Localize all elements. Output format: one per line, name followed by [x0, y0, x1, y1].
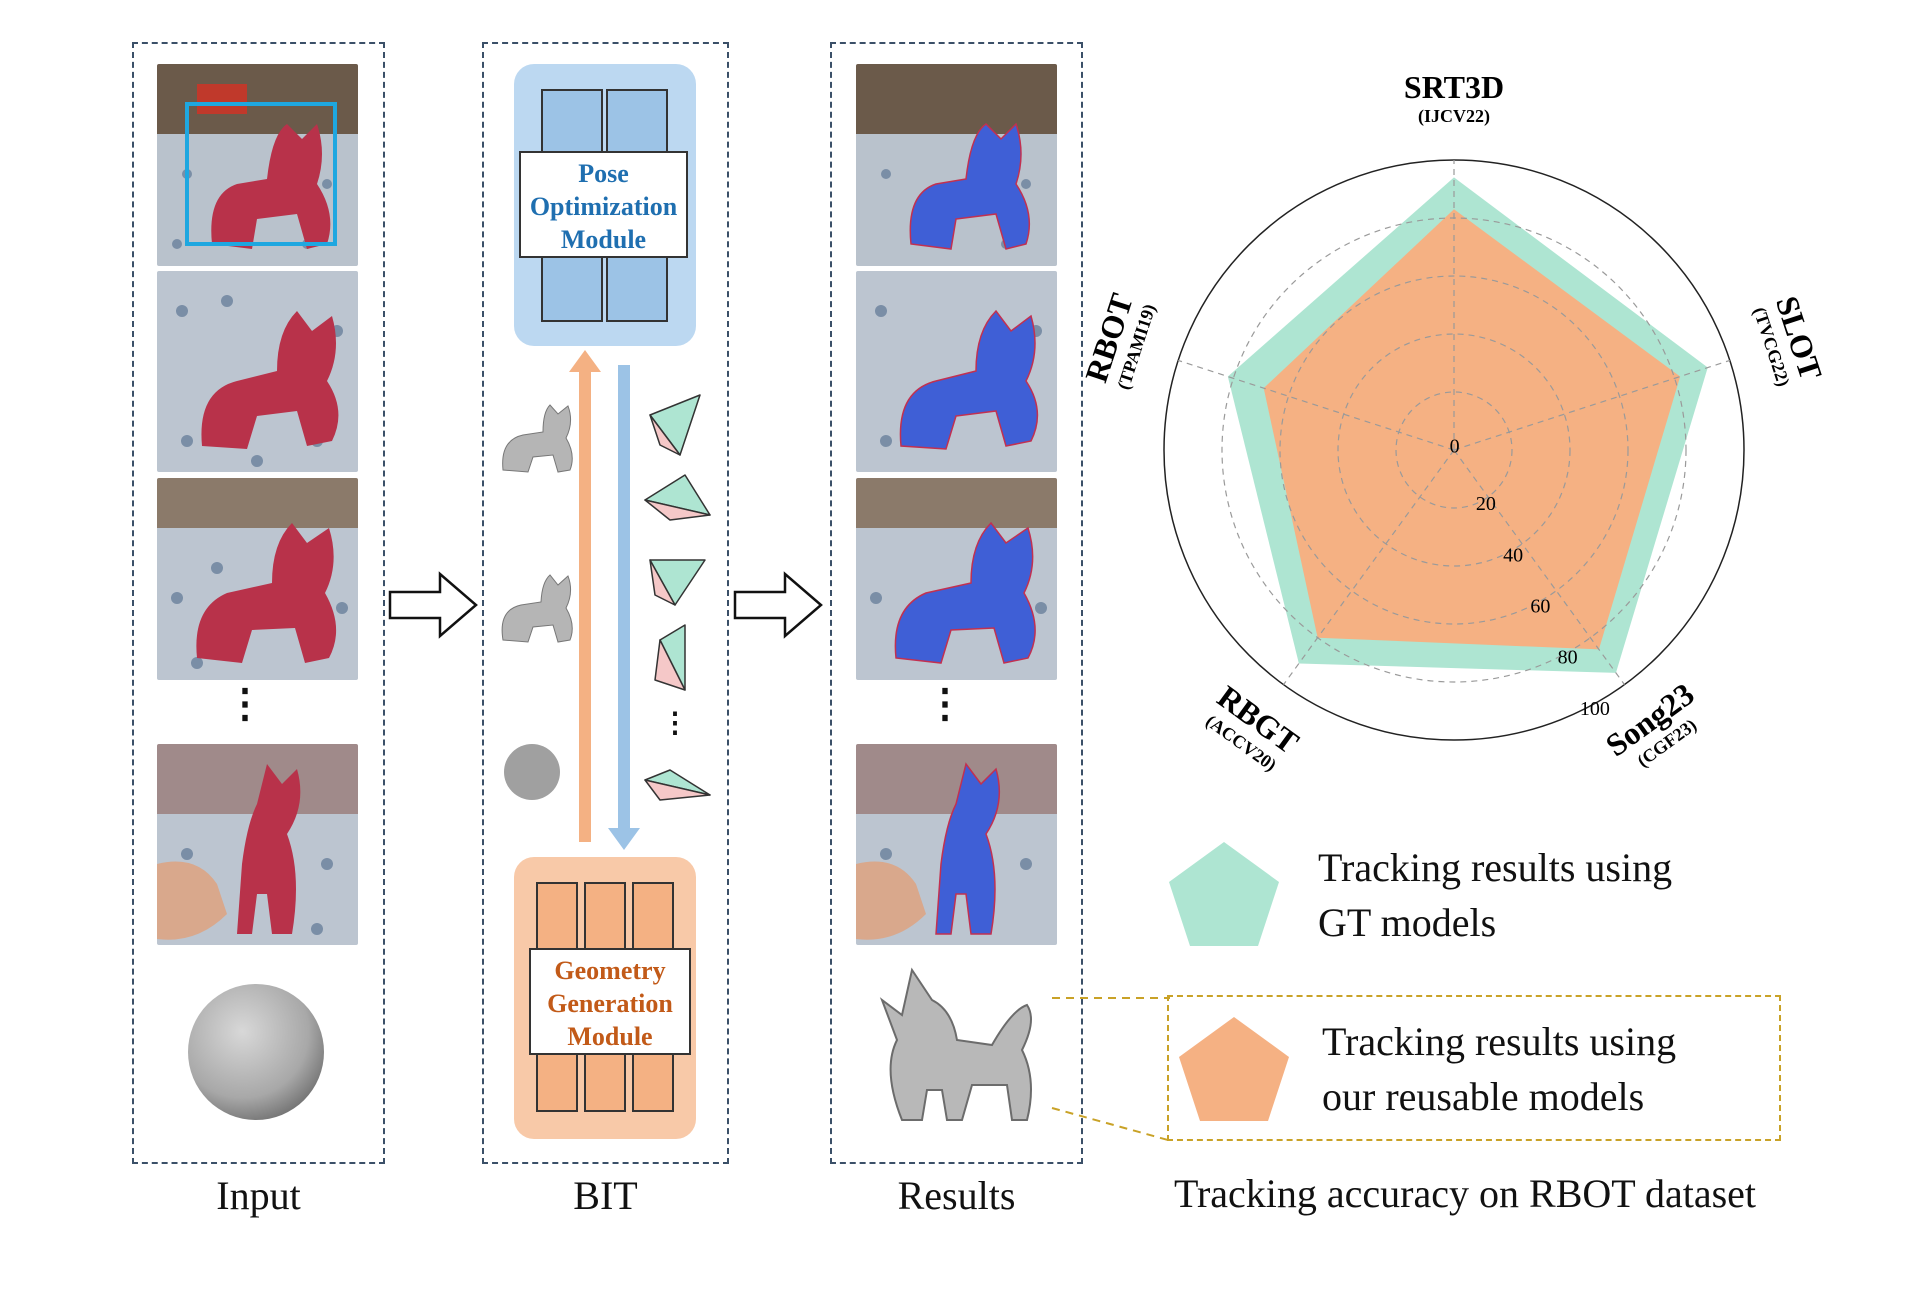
geometry-module-label: Geometry Generation Module [529, 948, 691, 1055]
axis-venue-srt3d: (IJCV22) [1418, 106, 1490, 127]
rtick-label-60: 60 [1530, 595, 1550, 617]
arrow-input-to-bit [388, 571, 478, 639]
result-frame-3 [856, 478, 1057, 680]
series-ours-polygon [1263, 209, 1681, 650]
spoke-slot [1453, 359, 1730, 451]
callout-lines [1051, 997, 1170, 1141]
arrow-bit-to-results [733, 571, 823, 639]
axis-label-rbgt: RBGT(ACCV20) [1202, 678, 1306, 776]
down-arrow-blue [608, 365, 640, 850]
legend-ours-swatch [1179, 1017, 1289, 1121]
chart-caption: Tracking accuracy on RBOT dataset [1173, 1171, 1757, 1216]
bit-arrows [569, 350, 640, 850]
spoke-song23 [1453, 449, 1625, 685]
intermediate-meshes [501, 404, 573, 800]
pose-label-line3: Module [560, 225, 647, 254]
axis-name-srt3d: SRT3D [1404, 69, 1504, 105]
legend-gt-line1: Tracking results using [1318, 845, 1673, 890]
geo-label-line1: Geometry [554, 956, 666, 985]
rtick-label-100: 100 [1580, 698, 1610, 720]
geo-label-line3: Module [567, 1022, 653, 1051]
mesh-cat-2 [501, 574, 573, 643]
up-arrow-orange [569, 350, 601, 842]
grid-circle-20 [1395, 391, 1513, 509]
result-frame-1 [856, 64, 1057, 266]
input-frame-2 [157, 271, 358, 472]
rtick-label-80: 80 [1558, 647, 1578, 669]
spoke-rbot [1178, 359, 1455, 451]
results-ellipsis: ⋮ [925, 681, 965, 726]
rtick-label-0: 0 [1450, 436, 1460, 458]
bit-panel [482, 42, 729, 1164]
radar-chart: 020406080100SRT3D(IJCV22)SLOT(TVCG22)Son… [1080, 69, 1830, 776]
pose-module-label: Pose Optimization Module [519, 151, 688, 258]
reconstructed-cat-mesh [879, 967, 1032, 1121]
legend-gt-swatch [1169, 842, 1279, 946]
results-caption: Results [897, 1173, 1016, 1218]
camera-poses [644, 394, 711, 801]
axis-label-rbot: RBOT(TPAMI19) [1080, 289, 1161, 392]
bit-ellipsis: ⋮ [661, 708, 689, 739]
axis-label-slot: SLOT(TVCG22) [1749, 292, 1830, 390]
legend-gt-text: Tracking results using GT models [1318, 840, 1672, 950]
input-ellipsis: ⋮ [225, 681, 265, 726]
legend-ours-line2: our reusable models [1322, 1074, 1645, 1119]
axis-label-srt3d: SRT3D(IJCV22) [1404, 69, 1504, 127]
input-caption: Input [216, 1173, 301, 1218]
geo-label-line2: Generation [547, 989, 673, 1018]
spoke-rbgt [1283, 449, 1455, 685]
grid-circle-60 [1279, 275, 1629, 625]
legend-ours-text: Tracking results using our reusable mode… [1322, 1014, 1676, 1124]
result-frame-4 [856, 744, 1057, 945]
input-frame-1 [157, 64, 358, 266]
bit-caption: BIT [573, 1173, 638, 1218]
mesh-cat-1 [502, 404, 573, 473]
input-sphere [188, 984, 324, 1120]
input-frame-4 [157, 744, 358, 945]
pose-label-line1: Pose [578, 159, 629, 188]
pose-label-line2: Optimization [529, 192, 678, 221]
rtick-label-20: 20 [1476, 493, 1496, 515]
rtick-label-40: 40 [1503, 544, 1523, 566]
legend-gt-line2: GT models [1318, 900, 1497, 945]
result-frame-2 [856, 271, 1057, 472]
results-panel [830, 42, 1083, 1164]
mesh-sphere [504, 744, 560, 800]
grid-circle-40 [1337, 333, 1571, 567]
input-frame-3 [157, 478, 358, 680]
input-panel [132, 42, 385, 1164]
legend-ours-box [1167, 995, 1781, 1141]
legend-ours-line1: Tracking results using [1322, 1019, 1677, 1064]
